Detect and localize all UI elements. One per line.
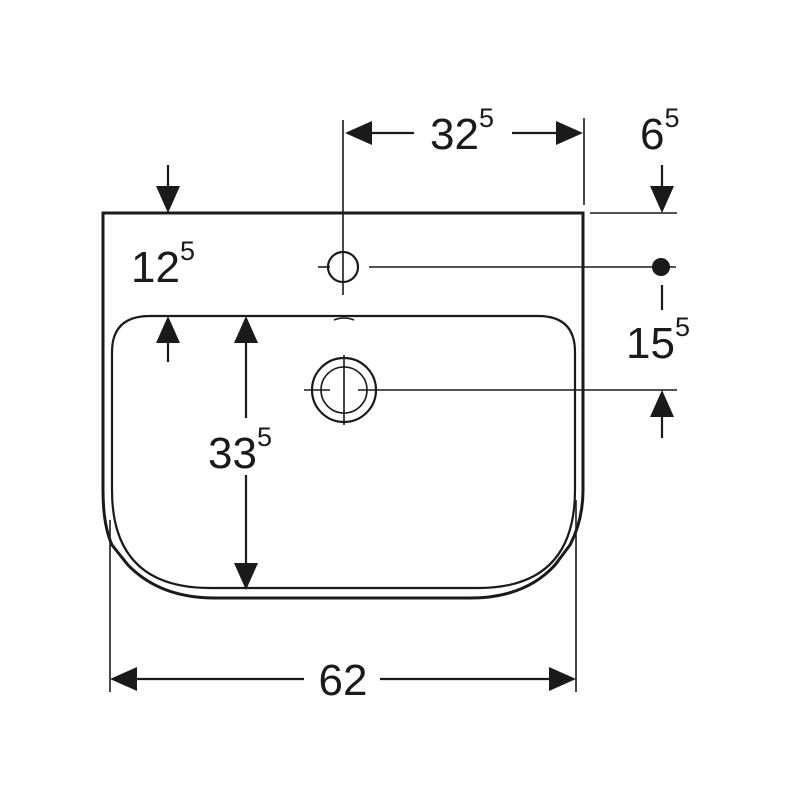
dimension-drain-offset: 155	[626, 312, 690, 438]
dimension-bowl-depth: 335	[208, 316, 272, 590]
svg-text:325: 325	[430, 103, 494, 159]
tap-hole-offset-sup: 5	[479, 103, 494, 133]
svg-text:125: 125	[131, 236, 195, 292]
top-offset-value: 6	[640, 110, 664, 159]
dimension-top-offset: 65	[640, 103, 680, 310]
drain-icon	[304, 355, 677, 425]
rim-depth-sup: 5	[180, 236, 195, 266]
svg-text:62: 62	[319, 656, 368, 705]
tap-hole-offset-value: 32	[430, 110, 479, 159]
tap-hole-icon	[318, 120, 676, 295]
top-offset-sup: 5	[664, 103, 679, 133]
bowl-depth-sup: 5	[257, 422, 272, 452]
drain-offset-sup: 5	[675, 312, 690, 342]
rim-depth-value: 12	[131, 243, 180, 292]
tap-hole-reference-dot	[652, 258, 670, 276]
overflow-slot	[333, 317, 355, 321]
basin-outer-outline	[101, 211, 585, 600]
dimension-overall-width: 62	[110, 656, 576, 705]
drain-offset-value: 15	[626, 319, 675, 368]
dimension-rim-depth: 125	[131, 165, 195, 362]
svg-text:155: 155	[626, 312, 690, 368]
svg-text:65: 65	[640, 103, 680, 159]
bowl-depth-value: 33	[208, 429, 257, 478]
overall-width-value: 62	[319, 656, 368, 705]
dimension-tap-hole-offset: 325	[345, 103, 583, 159]
basin-inner-bowl	[110, 314, 577, 590]
svg-text:335: 335	[208, 422, 272, 478]
